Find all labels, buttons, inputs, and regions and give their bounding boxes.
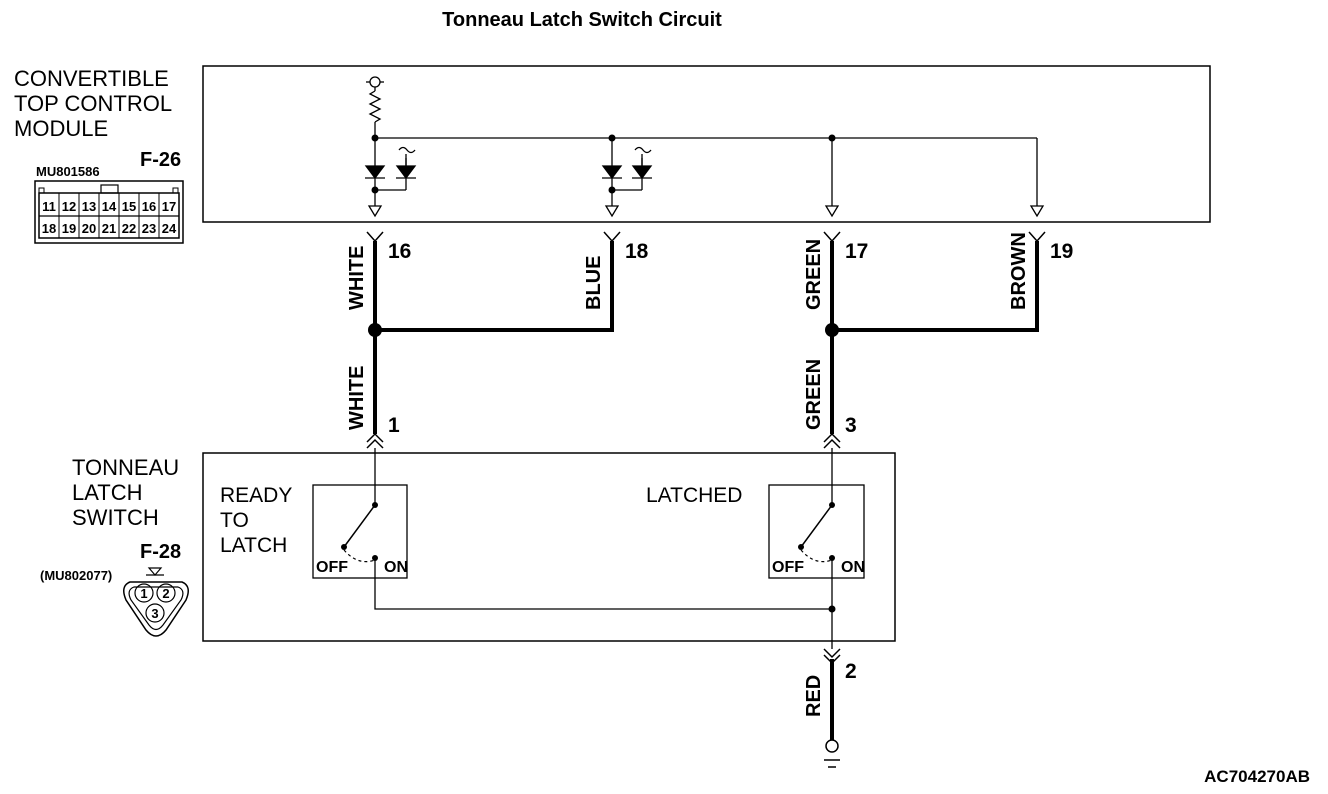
wire-label-blue: BLUE <box>583 256 605 310</box>
led-diode-icon <box>601 146 653 180</box>
pin-label: 22 <box>122 221 136 236</box>
switch-pin-3: 3 <box>845 414 857 437</box>
module-connector-face: 11 12 13 14 15 16 17 18 19 20 21 22 23 2… <box>34 180 184 244</box>
wire-label-white-lower: WHITE <box>346 366 368 430</box>
splice-white-icon <box>368 323 382 337</box>
module-label-line-3: MODULE <box>14 116 108 141</box>
contact-ready-to-latch: OFF ON <box>312 484 408 579</box>
switch-label-line-1: TONNEAU <box>72 455 179 480</box>
switch-box <box>202 452 896 642</box>
pin-label: 13 <box>82 199 96 214</box>
switch-junction-dot <box>828 605 836 613</box>
wire-paths <box>373 241 1039 740</box>
splice-green-icon <box>825 323 839 337</box>
pin-label: 20 <box>82 221 96 236</box>
wire-blue <box>375 241 614 332</box>
led-diode-icon <box>364 146 417 180</box>
input-arrow-icon <box>367 205 383 218</box>
pin-label: 21 <box>102 221 116 236</box>
switch-pin-2: 2 <box>845 660 857 683</box>
switch-connector-part: (MU802077) <box>40 568 112 583</box>
pin-label: 19 <box>62 221 76 236</box>
pin-label: 18 <box>42 221 56 236</box>
ground-icon <box>824 739 840 768</box>
wire-label-brown: BROWN <box>1008 232 1030 310</box>
switch-connector-id: F-28 <box>140 541 181 563</box>
pin-label: 1 <box>140 586 147 601</box>
terminal-pin-17: 17 <box>845 240 868 263</box>
pin-label: 12 <box>62 199 76 214</box>
module-label-line-2: TOP CONTROL <box>14 91 172 116</box>
contact-on-label: ON <box>384 559 408 576</box>
wiring-harness: 16 18 17 19 WHITE BLUE GREEN BROWN WHITE… <box>346 231 1073 768</box>
latch-switch: TONNEAU LATCH SWITCH F-28 (MU802077) 1 2… <box>40 448 896 649</box>
wire-label-green-lower: GREEN <box>803 359 825 430</box>
control-module: CONVERTIBLE TOP CONTROL MODULE F-26 MU80… <box>14 65 1211 244</box>
switch-pin-1: 1 <box>388 414 400 437</box>
switch-label-line-3: SWITCH <box>72 505 159 530</box>
pin-label: 17 <box>162 199 176 214</box>
pin-label: 16 <box>142 199 156 214</box>
terminal-pin-19: 19 <box>1050 240 1073 263</box>
input-arrow-icon <box>604 205 620 218</box>
terminal-fork-icons <box>366 231 1046 243</box>
module-connector-id: F-26 <box>140 149 181 171</box>
ready-label-line-3: LATCH <box>220 534 287 557</box>
pin-label: 14 <box>102 199 117 214</box>
input-arrow-icon <box>1029 205 1045 218</box>
pin-label: 3 <box>151 606 158 621</box>
terminal-pin-18: 18 <box>625 240 649 263</box>
figure-code: AC704270AB <box>1204 767 1310 786</box>
switch-connector-face: 1 2 3 <box>123 567 189 637</box>
pin-label: 24 <box>162 221 177 236</box>
pin-label: 11 <box>42 199 56 214</box>
switch-connector-chevrons-icon <box>366 432 841 665</box>
ready-label-line-2: TO <box>220 509 249 532</box>
wire-label-red: RED <box>803 675 825 717</box>
diagram-title: Tonneau Latch Switch Circuit <box>442 9 722 31</box>
input-arrow-icon <box>824 205 840 218</box>
module-internal-circuit <box>366 76 1045 218</box>
ready-label-line-1: READY <box>220 484 292 507</box>
contact-on-label: ON <box>841 559 865 576</box>
supply-terminal-icon <box>369 76 381 88</box>
pin-label: 23 <box>142 221 156 236</box>
wire-label-white: WHITE <box>346 246 368 310</box>
pull-up-resistor-icon <box>368 90 382 123</box>
contact-latched: OFF ON <box>768 484 865 579</box>
switch-internal-wiring <box>374 448 833 649</box>
pin-label: 2 <box>162 586 169 601</box>
module-connector-part: MU801586 <box>36 164 100 179</box>
pin-label: 15 <box>122 199 136 214</box>
module-box <box>202 65 1211 223</box>
contact-off-label: OFF <box>772 559 804 576</box>
switch-label-line-2: LATCH <box>72 480 143 505</box>
contact-off-label: OFF <box>316 559 348 576</box>
module-junction-dots <box>371 134 836 194</box>
wire-label-green: GREEN <box>803 239 825 310</box>
terminal-pin-16: 16 <box>388 240 411 263</box>
wire-brown <box>832 241 1039 332</box>
module-label-line-1: CONVERTIBLE <box>14 66 169 91</box>
latched-label: LATCHED <box>646 484 742 507</box>
